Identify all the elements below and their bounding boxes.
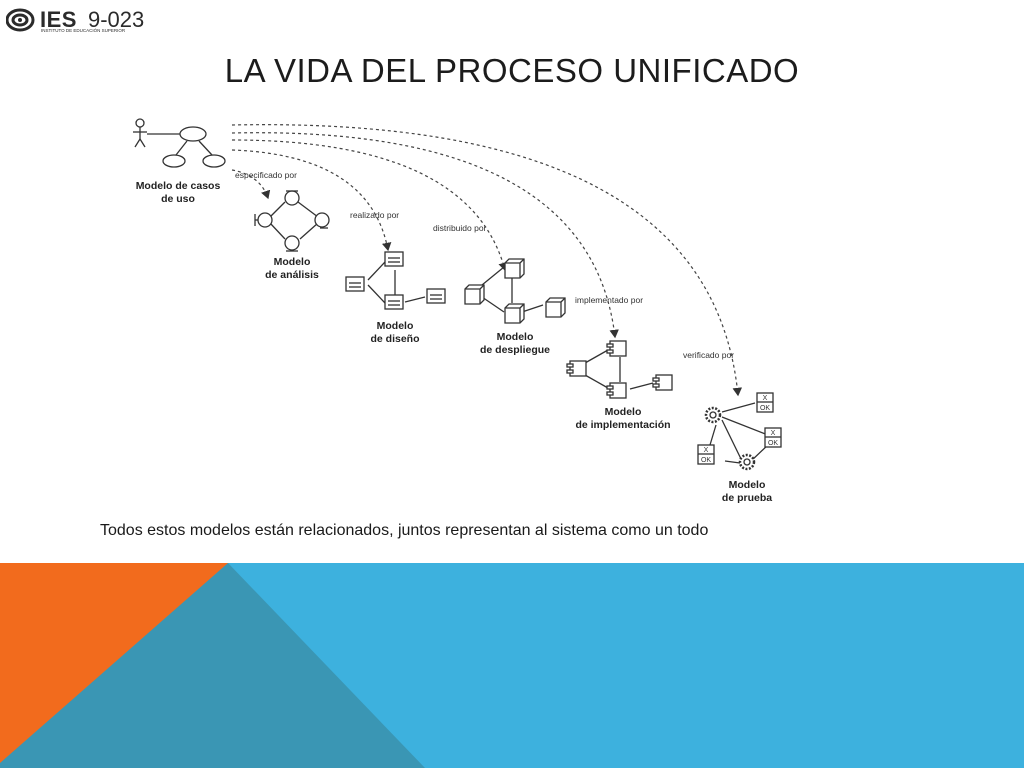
arrow-verified — [231, 124, 743, 397]
institution-logo: IES 9-023 INSTITUTO DE EDUCACIÓN SUPERIO… — [6, 6, 156, 36]
logo-subtitle: INSTITUTO DE EDUCACIÓN SUPERIOR — [41, 28, 126, 33]
relation-label-realized: realizado por — [350, 210, 399, 220]
use-case-model — [133, 118, 226, 168]
test-model-label-2: de prueba — [722, 492, 772, 504]
logo-swirl-icon — [6, 8, 35, 32]
implementation-model-label-1: Modelo — [605, 406, 642, 418]
relation-arrows — [231, 124, 743, 397]
implementation-model-label-2: de implementación — [575, 419, 670, 431]
relation-label-specified: especificado por — [235, 170, 297, 180]
analysis-model-label-1: Modelo — [274, 256, 311, 268]
arrow-distributed — [231, 139, 508, 272]
arrow-specified — [231, 169, 271, 200]
use-case-model-label-2: de uso — [161, 193, 195, 205]
footer-orange-triangle — [0, 563, 228, 763]
relation-label-verified: verificado por — [683, 350, 734, 360]
test-model-label-1: Modelo — [729, 479, 766, 491]
test-box-texts: X OK X OK X OK — [701, 395, 778, 464]
test-box-ok-2: OK — [768, 440, 778, 447]
relation-label-implemented: implementado por — [575, 295, 643, 305]
analysis-model-label-2: de análisis — [265, 269, 319, 281]
footer-decoration — [0, 563, 1024, 768]
deployment-model-label-1: Modelo — [497, 331, 534, 343]
implementation-model — [566, 340, 673, 399]
slide-caption: Todos estos modelos están relacionados, … — [100, 522, 709, 539]
arrow-realized — [231, 149, 392, 252]
slide-title: LA VIDA DEL PROCESO UNIFICADO — [224, 52, 800, 89]
test-box-x-2: X — [771, 430, 776, 437]
test-box-ok-3: OK — [701, 457, 711, 464]
deployment-model-label-2: de despliegue — [480, 344, 550, 356]
design-model-label-2: de diseño — [370, 333, 419, 345]
test-box-x-3: X — [704, 447, 709, 454]
unified-process-diagram: Modelo de casos de uso Modelo de análisi… — [133, 118, 782, 504]
test-box-x-1: X — [763, 395, 768, 402]
use-case-model-label-1: Modelo de casos — [136, 180, 221, 192]
analysis-model — [254, 190, 330, 252]
deployment-model — [464, 258, 566, 324]
arrow-implemented — [231, 132, 619, 339]
test-box-ok-1: OK — [760, 405, 770, 412]
design-model-label-1: Modelo — [377, 320, 414, 332]
design-model — [345, 251, 446, 310]
relation-label-distributed: distribuido por — [433, 223, 487, 233]
test-model — [697, 392, 782, 471]
logo-name: IES — [40, 7, 77, 32]
logo-number: 9-023 — [88, 7, 145, 32]
